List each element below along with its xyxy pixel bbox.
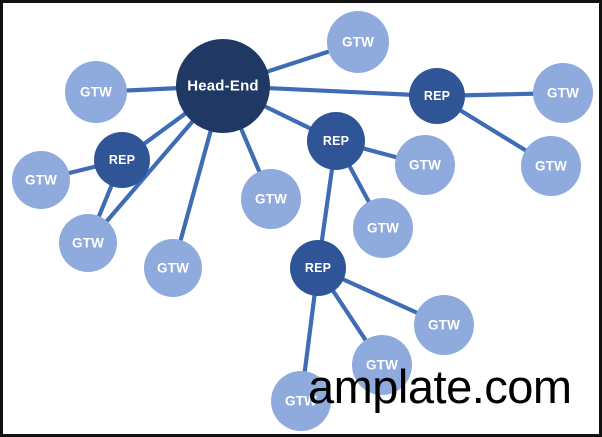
node-circle-rep-mid[interactable] [307,112,365,170]
node-gtw-center[interactable]: GTW [241,169,301,229]
node-label-gtw-bottom-mid: GTW [366,358,398,373]
node-label-rep-left: REP [109,153,135,167]
node-circle-head-end[interactable] [176,39,270,133]
node-circle-gtw-left-lower[interactable] [59,214,117,272]
node-circle-rep-left[interactable] [94,132,150,188]
node-circle-gtw-upper-left[interactable] [65,61,127,123]
node-circle-gtw-far-right-top[interactable] [533,63,593,123]
node-label-gtw-bottom-right: GTW [428,318,460,333]
node-label-gtw-center: GTW [255,192,287,207]
node-gtw-below-mid[interactable]: GTW [353,198,413,258]
watermark-text: amplate.com [308,360,572,413]
node-label-gtw-top: GTW [342,35,374,50]
node-label-gtw-mid-right: GTW [409,158,441,173]
node-circle-gtw-below-mid[interactable] [353,198,413,258]
node-circle-gtw-mid-right[interactable] [395,135,455,195]
node-rep-right[interactable]: REP [409,68,465,124]
node-label-gtw-far-right-top: GTW [547,86,579,101]
node-gtw-bottom-left[interactable]: GTW [271,371,331,431]
node-gtw-mid-right[interactable]: GTW [395,135,455,195]
node-label-gtw-far-right-mid: GTW [535,159,567,174]
node-circle-gtw-far-right-mid[interactable] [521,136,581,196]
node-gtw-bottom-mid[interactable]: GTW [352,335,412,395]
node-circle-gtw-center-bottom[interactable] [144,239,202,297]
node-gtw-upper-left[interactable]: GTW [65,61,127,123]
node-circle-gtw-bottom-mid[interactable] [352,335,412,395]
node-gtw-left[interactable]: GTW [12,151,70,209]
node-label-rep-right: REP [424,89,450,103]
node-label-gtw-below-mid: GTW [367,221,399,236]
node-rep-bottom[interactable]: REP [290,240,346,296]
node-circle-rep-right[interactable] [409,68,465,124]
node-rep-mid[interactable]: REP [307,112,365,170]
node-gtw-far-right-mid[interactable]: GTW [521,136,581,196]
node-label-gtw-center-bottom: GTW [157,261,189,276]
node-gtw-left-lower[interactable]: GTW [59,214,117,272]
node-circle-gtw-top[interactable] [327,11,389,73]
node-gtw-center-bottom[interactable]: GTW [144,239,202,297]
node-head-end[interactable]: Head-End [176,39,270,133]
node-gtw-top[interactable]: GTW [327,11,389,73]
node-gtw-far-right-top[interactable]: GTW [533,63,593,123]
node-gtw-bottom-right[interactable]: GTW [414,295,474,355]
node-label-gtw-upper-left: GTW [80,85,112,100]
node-label-rep-bottom: REP [305,261,331,275]
node-label-rep-mid: REP [323,134,349,148]
node-circle-gtw-center[interactable] [241,169,301,229]
node-rep-left[interactable]: REP [94,132,150,188]
node-label-gtw-bottom-left: GTW [285,394,317,409]
node-label-head-end: Head-End [187,78,259,95]
node-label-gtw-left-lower: GTW [72,236,104,251]
node-label-gtw-left: GTW [25,173,57,188]
node-circle-gtw-bottom-right[interactable] [414,295,474,355]
node-circle-gtw-bottom-left[interactable] [271,371,331,431]
node-circle-gtw-left[interactable] [12,151,70,209]
node-circle-rep-bottom[interactable] [290,240,346,296]
